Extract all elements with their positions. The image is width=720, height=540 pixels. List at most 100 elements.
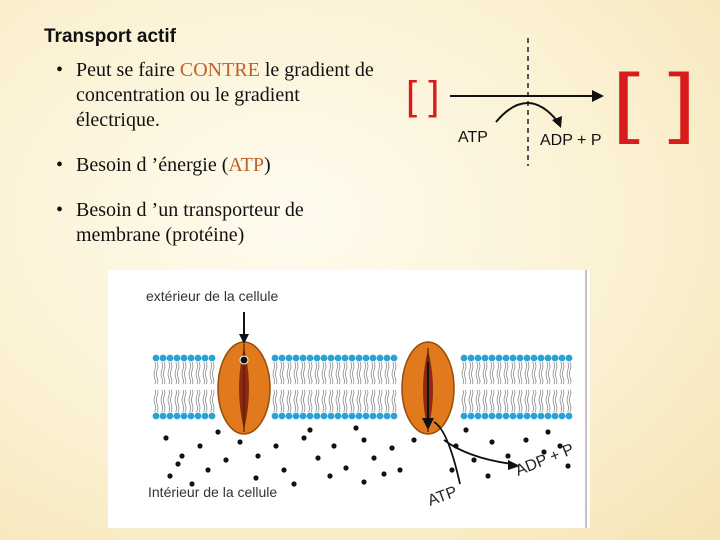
solute-particle [215, 429, 221, 435]
bullet-highlight: ATP [228, 154, 264, 176]
atp-to-adp-arc [495, 102, 559, 123]
phospholipid-head [467, 354, 475, 362]
phospholipid-head [334, 412, 342, 420]
solute-particle [273, 443, 279, 449]
phospholipid-head [152, 354, 160, 362]
phospholipid-head [369, 354, 377, 362]
phospholipid-head [523, 354, 531, 362]
phospholipid-tail [538, 361, 541, 385]
solute-particle [197, 443, 203, 449]
phospholipid-tail [212, 389, 215, 413]
phospholipid-head [173, 354, 181, 362]
phospholipid-tail [489, 361, 492, 385]
phospholipid-head [159, 354, 167, 362]
phospholipid-head [481, 354, 489, 362]
solute-particle [545, 429, 551, 435]
phospholipid-head [166, 412, 174, 420]
phospholipid-tail [384, 389, 387, 413]
phospholipid-tail [314, 361, 317, 385]
phospholipid-tail [499, 389, 502, 413]
phospholipid-tail [282, 361, 285, 385]
phospholipid-head [474, 412, 482, 420]
phospholipid-tail [380, 361, 383, 385]
phospholipid-tail [296, 361, 299, 385]
phospholipid-tail [527, 389, 530, 413]
phospholipid-head [180, 412, 188, 420]
phospholipid-tail [541, 389, 544, 413]
phospholipid-tail [275, 389, 278, 413]
solute-particle [523, 437, 529, 443]
phospholipid-tail [545, 389, 548, 413]
solute-particle [237, 439, 243, 445]
phospholipid-head [565, 412, 573, 420]
phospholipid-tail [205, 389, 208, 413]
solute-particle [505, 453, 511, 459]
phospholipid-head [488, 354, 496, 362]
phospholipid-tail [153, 389, 156, 413]
phospholipid-tail [496, 361, 499, 385]
solute-particle [253, 475, 259, 481]
phospholipid-head [278, 354, 286, 362]
solute-particle [167, 473, 173, 479]
phospholipid-tail [503, 389, 506, 413]
phospholipid-tail [321, 361, 324, 385]
phospholipid-tail [310, 389, 313, 413]
phospholipid-tail [468, 389, 471, 413]
bullet-dot: • [56, 154, 64, 176]
phospholipid-tail [342, 389, 345, 413]
phospholipid-tail [485, 389, 488, 413]
phospholipid-tail [461, 361, 464, 385]
solute-particle [541, 449, 547, 455]
phospholipid-tail [181, 361, 184, 385]
phospholipid-tail [184, 389, 187, 413]
phospholipid-head [348, 412, 356, 420]
phospholipid-head [152, 412, 160, 420]
phospholipid-tail [303, 361, 306, 385]
bullet-text: ) [263, 154, 271, 176]
phospholipid-tail [489, 389, 492, 413]
phospholipid-tail [174, 361, 177, 385]
phospholipid-head [208, 412, 216, 420]
solute-particle [331, 443, 337, 449]
phospholipid-tail [293, 389, 296, 413]
phospholipid-head [509, 412, 517, 420]
bullet-list: • Peut se faire CONTRE le gradient de co… [56, 58, 386, 268]
phospholipid-tail [303, 389, 306, 413]
phospholipid-tail [464, 361, 467, 385]
phospholipid-head [187, 412, 195, 420]
phospholipid-tail [373, 389, 376, 413]
bullet-item: • Besoin d ’énergie (ATP) [56, 153, 386, 178]
phospholipid-tail [156, 389, 159, 413]
phospholipid-tail [163, 389, 166, 413]
phospholipid-head [544, 412, 552, 420]
solute-exit-arrowhead [422, 418, 434, 430]
phospholipid-tail [314, 389, 317, 413]
phospholipid-tail [296, 389, 299, 413]
phospholipid-tail [520, 389, 523, 413]
solute-particle [205, 467, 211, 473]
phospholipid-tail [548, 361, 551, 385]
interior-label: Intérieur de la cellule [148, 484, 277, 500]
phospholipid-tail [335, 361, 338, 385]
bullet-text: Besoin d ’énergie ( [76, 154, 229, 176]
gradient-figure: [ ] [ ] ATP ADP + P [406, 38, 696, 166]
phospholipid-tail [552, 361, 555, 385]
phospholipid-tail [475, 361, 478, 385]
phospholipid-head [334, 354, 342, 362]
phospholipid-tail [321, 389, 324, 413]
phospholipid-tail [569, 389, 572, 413]
phospholipid-tail [370, 361, 373, 385]
phospholipid-tail [566, 361, 569, 385]
transport-protein-left [217, 341, 271, 435]
phospholipid-tail [366, 389, 369, 413]
phospholipid-tail [506, 361, 509, 385]
phospholipid-head [201, 412, 209, 420]
phospholipid-tail [468, 361, 471, 385]
phospholipid-head [159, 412, 167, 420]
phospholipid-tail [328, 389, 331, 413]
phospholipid-tail [289, 389, 292, 413]
phospholipid-tail [209, 389, 212, 413]
figure-background [108, 270, 590, 528]
phospholipid-tail [352, 361, 355, 385]
phospholipid-head [194, 354, 202, 362]
